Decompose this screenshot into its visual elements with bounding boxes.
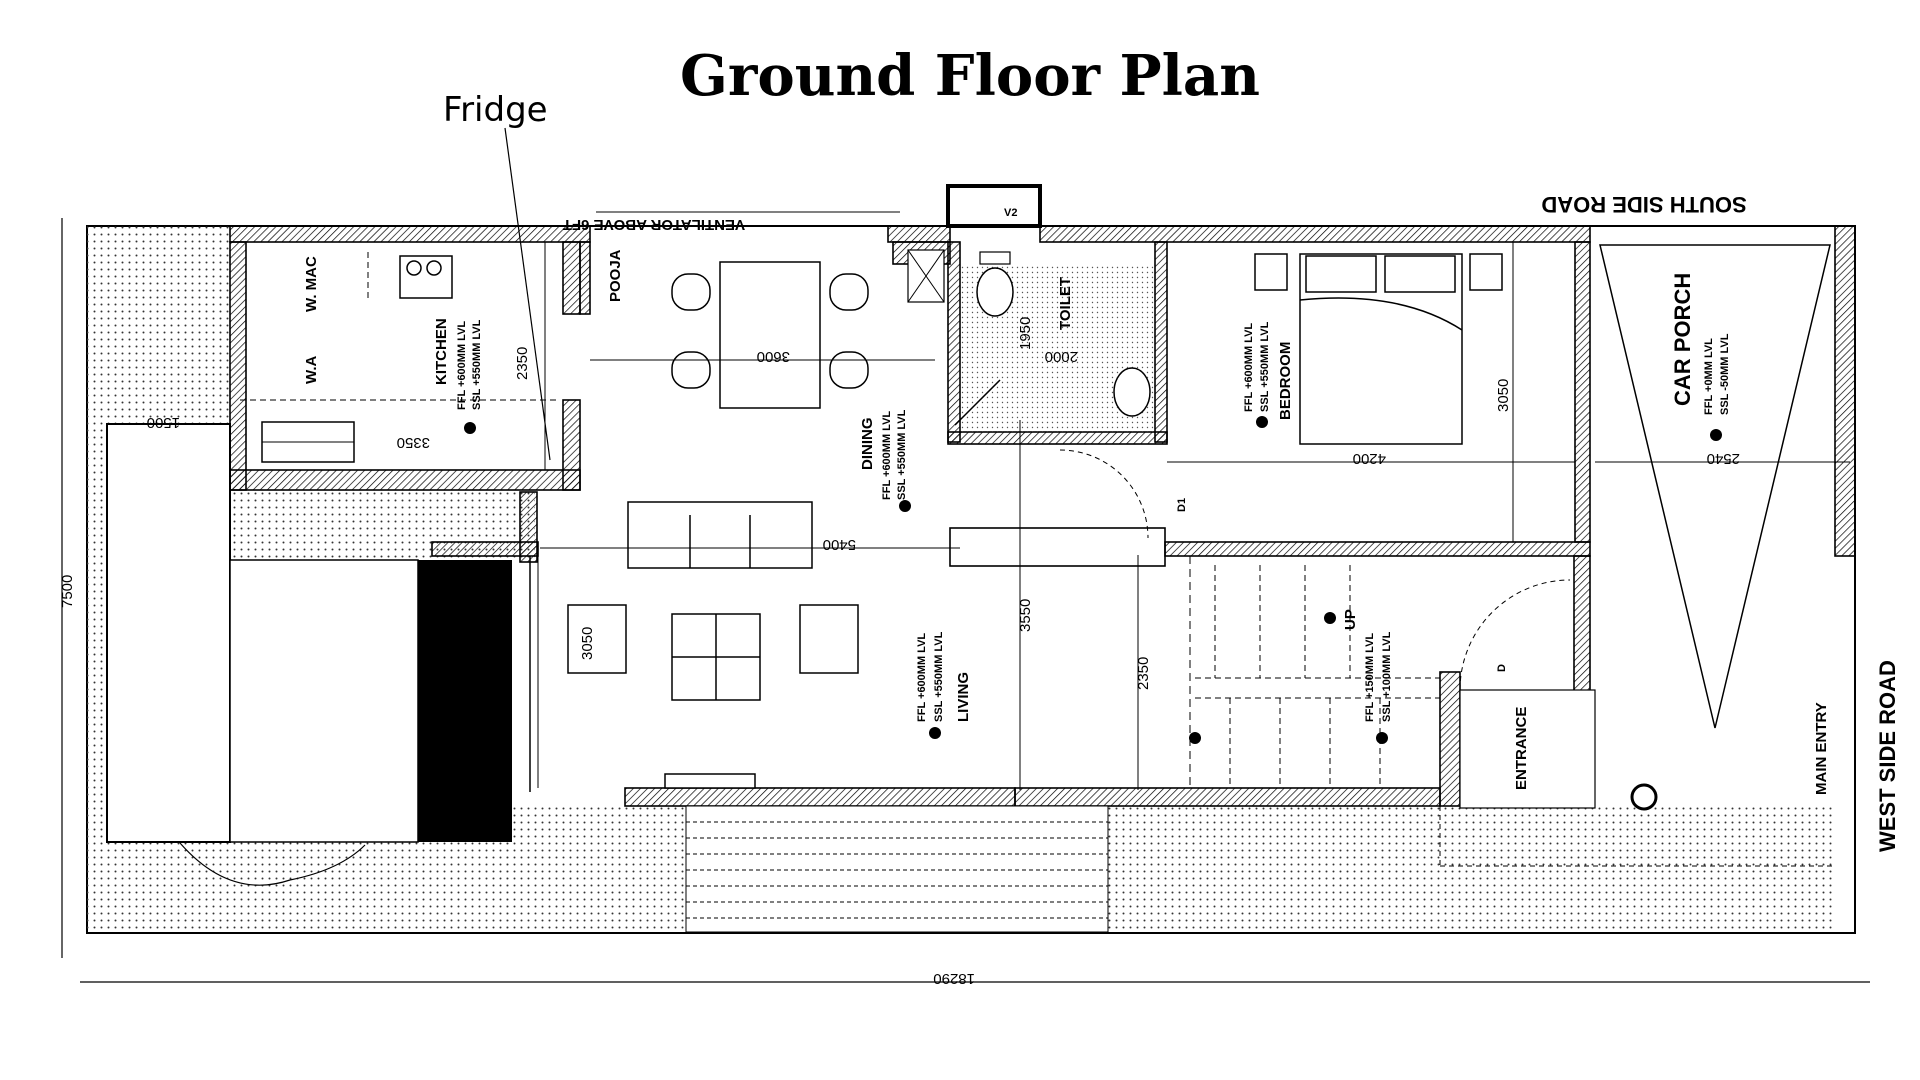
door-swing xyxy=(1059,449,1149,539)
wa-label: W.A xyxy=(303,356,320,384)
svg-text:2540: 2540 xyxy=(1707,450,1740,467)
svg-text:2000: 2000 xyxy=(1045,348,1078,365)
d-label: D xyxy=(1496,664,1508,672)
fridge-leader-line xyxy=(504,127,551,461)
up-label: UP xyxy=(1342,609,1359,630)
svg-text:3600: 3600 xyxy=(757,348,790,365)
hob-icon xyxy=(399,255,453,299)
entrance-door-swing xyxy=(1459,579,1571,691)
porch-ramp xyxy=(1599,244,1831,729)
tree-outline xyxy=(179,842,366,886)
main-entry-label: MAIN ENTRY xyxy=(1813,702,1830,795)
svg-text:FFL +600MM LVL: FFL +600MM LVL xyxy=(916,633,928,722)
svg-text:1500: 1500 xyxy=(147,414,180,431)
wc-icon xyxy=(976,267,1014,317)
plan-title: Ground Floor Plan xyxy=(680,43,1260,109)
svg-text:3550: 3550 xyxy=(1017,599,1034,632)
svg-text:FFL +150MM LVL: FFL +150MM LVL xyxy=(1364,633,1376,722)
entrance-label: ENTRANCE xyxy=(1513,707,1530,790)
toilet-label: TOILET xyxy=(1057,277,1074,330)
svg-text:SSL +550MM LVL: SSL +550MM LVL xyxy=(933,631,945,722)
washbasin-icon xyxy=(1113,367,1151,417)
svg-text:3350: 3350 xyxy=(397,434,430,451)
level-marker-icons xyxy=(464,416,1722,744)
west-road-label: WEST SIDE ROAD xyxy=(1875,660,1900,852)
car-body xyxy=(229,559,419,843)
pooja-label: POOJA xyxy=(607,249,624,302)
svg-text:FFL +600MM LVL: FFL +600MM LVL xyxy=(1243,323,1255,412)
d1-label: D1 xyxy=(1176,498,1188,512)
entrance-box xyxy=(1459,689,1596,809)
car-outline xyxy=(106,423,231,843)
svg-text:3050: 3050 xyxy=(579,627,596,660)
svg-text:SSL +550MM LVL: SSL +550MM LVL xyxy=(471,319,483,410)
ventilator-label: VENTILATOR ABOVE 6FT xyxy=(563,216,745,233)
svg-text:4200: 4200 xyxy=(1353,450,1386,467)
car-porch-label: CAR PORCH xyxy=(1670,273,1695,406)
open-ground xyxy=(87,226,1835,933)
svg-text:2350: 2350 xyxy=(514,347,531,380)
living-label: LIVING xyxy=(955,672,972,722)
svg-text:18290: 18290 xyxy=(933,970,975,987)
svg-text:SSL +550MM LVL: SSL +550MM LVL xyxy=(1259,321,1271,412)
svg-text:SSL -50MM LVL: SSL -50MM LVL xyxy=(1719,333,1731,415)
staircase xyxy=(1195,565,1440,788)
south-road-label: SOUTH SIDE ROAD xyxy=(1541,192,1746,217)
svg-text:2350: 2350 xyxy=(1135,657,1152,690)
svg-text:FFL +600MM LVL: FFL +600MM LVL xyxy=(881,411,893,500)
level-tags: FFL +600MM LVL SSL +550MM LVL FFL +600MM… xyxy=(456,319,1731,722)
bed xyxy=(1254,253,1503,445)
v2-label: V2 xyxy=(1004,207,1017,219)
svg-text:5400: 5400 xyxy=(823,536,856,553)
svg-text:FFL +0MM LVL: FFL +0MM LVL xyxy=(1703,338,1715,415)
dining-table xyxy=(671,261,869,409)
dining-label: DINING xyxy=(859,418,876,471)
fridge-annotation: Fridge xyxy=(443,90,548,130)
shaded-block xyxy=(418,560,512,842)
svg-text:SSL +550MM LVL: SSL +550MM LVL xyxy=(896,409,908,500)
patio-grid xyxy=(685,805,1109,933)
svg-text:7500: 7500 xyxy=(59,575,76,608)
svg-text:1950: 1950 xyxy=(1017,317,1034,350)
svg-text:FFL +600MM LVL: FFL +600MM LVL xyxy=(456,321,468,410)
living-furniture xyxy=(567,501,859,789)
kitchen-label: KITCHEN xyxy=(433,318,450,385)
bedroom-label: BEDROOM xyxy=(1277,342,1294,420)
svg-text:3050: 3050 xyxy=(1495,379,1512,412)
porch-marker-icon xyxy=(1630,783,1658,811)
dimension-labels: 18290 7500 3350 2350 3600 2000 1950 4200… xyxy=(59,317,1740,987)
svg-text:SSL +100MM LVL: SSL +100MM LVL xyxy=(1381,631,1393,722)
wmac-label: W. MAC xyxy=(303,256,320,312)
